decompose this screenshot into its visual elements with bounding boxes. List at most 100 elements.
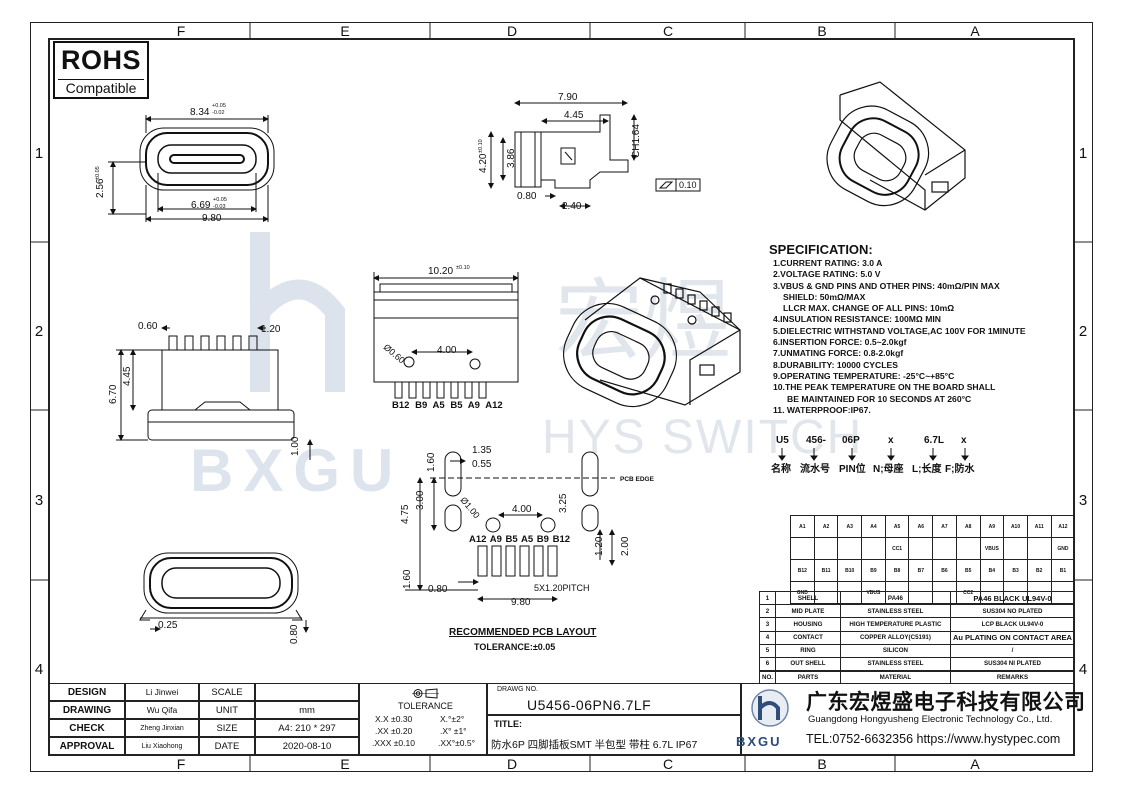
drawing-frame-outer: [30, 22, 1093, 772]
table-cell: VBUS: [979, 537, 1005, 560]
table-cell: A6: [908, 515, 934, 538]
table-cell: B2: [1026, 559, 1052, 582]
table-cell: A11: [1026, 515, 1052, 538]
table-cell: NO.: [758, 670, 777, 685]
pin-label: A5: [432, 400, 445, 411]
part-code-meaning: PIN位: [839, 464, 866, 475]
table-cell: STAINLESS STEEL: [839, 604, 951, 619]
dim-top-inner: 6.69: [191, 200, 211, 211]
dim-pcb-j: 2.00: [620, 536, 631, 556]
row-mark-right: 1: [1078, 145, 1088, 162]
dim-back-width: 10.20: [428, 266, 454, 277]
dim-side-height: 4.20: [478, 153, 489, 173]
part-code-arrows: [778, 448, 969, 461]
spec-item: 1.CURRENT RATING: 3.0 A: [773, 258, 883, 268]
design-name: Li Jinwei: [125, 683, 199, 701]
spec-list: 1.CURRENT RATING: 3.0 A 2.VOLTAGE RATING…: [773, 258, 1026, 416]
col-mark-top: E: [340, 23, 350, 39]
approval-label: APPROVAL: [49, 737, 125, 755]
table-cell: LCP BLACK UL94V-0: [949, 617, 1076, 632]
pin-label: A5: [520, 534, 534, 545]
dim-pcb-pitch: 5X1.20PITCH: [534, 583, 590, 593]
pcb-layout-tolerance: TOLERANCE:±0.05: [474, 642, 556, 652]
pin-label: B5: [505, 534, 518, 545]
col-mark-bottom: A: [970, 756, 980, 772]
pcb-layout-title: RECOMMENDED PCB LAYOUT: [449, 627, 597, 638]
table-cell: [837, 537, 863, 560]
dim-front-b: 0.80: [289, 624, 300, 644]
spec-item: 4.INSULATION RESISTANCE: 100MΩ MIN: [773, 314, 941, 325]
col-mark-bottom: C: [662, 756, 674, 772]
tol-3b: .XX°±0.5°: [438, 738, 475, 748]
part-code-seg: 06P: [842, 435, 860, 446]
table-cell: MID PLATE: [775, 604, 841, 619]
spec-item: SHIELD: 50mΩ/MAX: [783, 291, 866, 302]
table-cell: RING: [775, 643, 841, 658]
pin-side-view: [116, 325, 313, 460]
dim-pcb-i: 1.20: [594, 536, 605, 556]
iso-view-main: [563, 277, 741, 408]
row-mark-right: 3: [1078, 492, 1088, 509]
dim-hole-span: 4.00: [437, 345, 457, 356]
company-contact: TEL:0752-6632356 https://www.hystypec.co…: [806, 732, 1061, 746]
row-mark-left: 4: [34, 661, 44, 678]
table-cell: A9: [979, 515, 1005, 538]
title-label: TITLE:: [494, 719, 522, 729]
pin-label: A12: [469, 534, 487, 545]
table-cell: 5: [758, 643, 777, 658]
projection-symbol-icon: [412, 688, 439, 699]
pin-label: B9: [536, 534, 549, 545]
dim-pcb-total: 9.80: [511, 597, 531, 608]
drawing-label: DRAWING: [49, 701, 125, 719]
col-mark-bottom: D: [506, 756, 518, 772]
part-code-seg: U5: [776, 435, 789, 446]
table-cell: [1026, 537, 1052, 560]
table-cell: A3: [837, 515, 863, 538]
back-view: [373, 272, 519, 399]
part-code-seg: 456-: [806, 435, 827, 446]
dim-pcb-d: 4.75: [400, 504, 411, 524]
tolerance-block: TOLERANCE X.X ±0.30 X.°±2° .XX ±0.20 .X°…: [359, 683, 487, 755]
spec-item: 11. WATERPROOF:IP67.: [773, 404, 871, 415]
table-cell: B5: [955, 559, 981, 582]
row-mark-right: 4: [1078, 661, 1088, 678]
company-cell: [741, 683, 1074, 755]
watermark-logo-icon: [250, 232, 345, 392]
table-cell: HOUSING: [775, 617, 841, 632]
front-view-bottom: [139, 552, 309, 633]
drawing-no-label: DRAWG NO.: [497, 686, 538, 693]
table-cell: COPPER ALLOY(C5191): [839, 630, 951, 645]
dim-side-height2: 3.86: [506, 148, 517, 168]
table-cell: 2: [758, 604, 777, 619]
part-code-meaning: 流水号: [800, 464, 830, 475]
col-mark-top: F: [176, 23, 186, 39]
dim-top-total: 9.80: [202, 213, 222, 224]
part-code-meaning: 名称: [771, 464, 791, 475]
unit-label: UNIT: [199, 701, 255, 719]
side-view: [488, 100, 701, 209]
dim-top-height-tol: ±0.05: [95, 166, 101, 180]
check-label: CHECK: [49, 719, 125, 737]
row-mark-left: 3: [34, 492, 44, 509]
table-cell: A2: [813, 515, 839, 538]
dim-top-width-tol-down: -0.02: [212, 110, 225, 116]
company-logo-text: BXGU: [736, 734, 782, 749]
pcb-pin-labels: A12 A9 B5 A5 B9 B12: [469, 534, 570, 545]
table-cell: [813, 537, 839, 560]
table-cell: PA46: [839, 590, 951, 606]
table-cell: A8: [955, 515, 981, 538]
dim-pcb-g: 4.00: [512, 504, 532, 515]
drawing-frame-inner: [48, 38, 1075, 756]
dim-pin-pitch-a: 0.60: [138, 321, 158, 332]
part-code-seg: x: [961, 435, 967, 446]
table-cell: MATERIAL: [839, 670, 951, 685]
check-name: Zheng Jinxian: [125, 719, 199, 737]
drawing-title: 防水6P 四脚插板SMT 半包型 带柱 6.7L IP67: [491, 739, 698, 751]
